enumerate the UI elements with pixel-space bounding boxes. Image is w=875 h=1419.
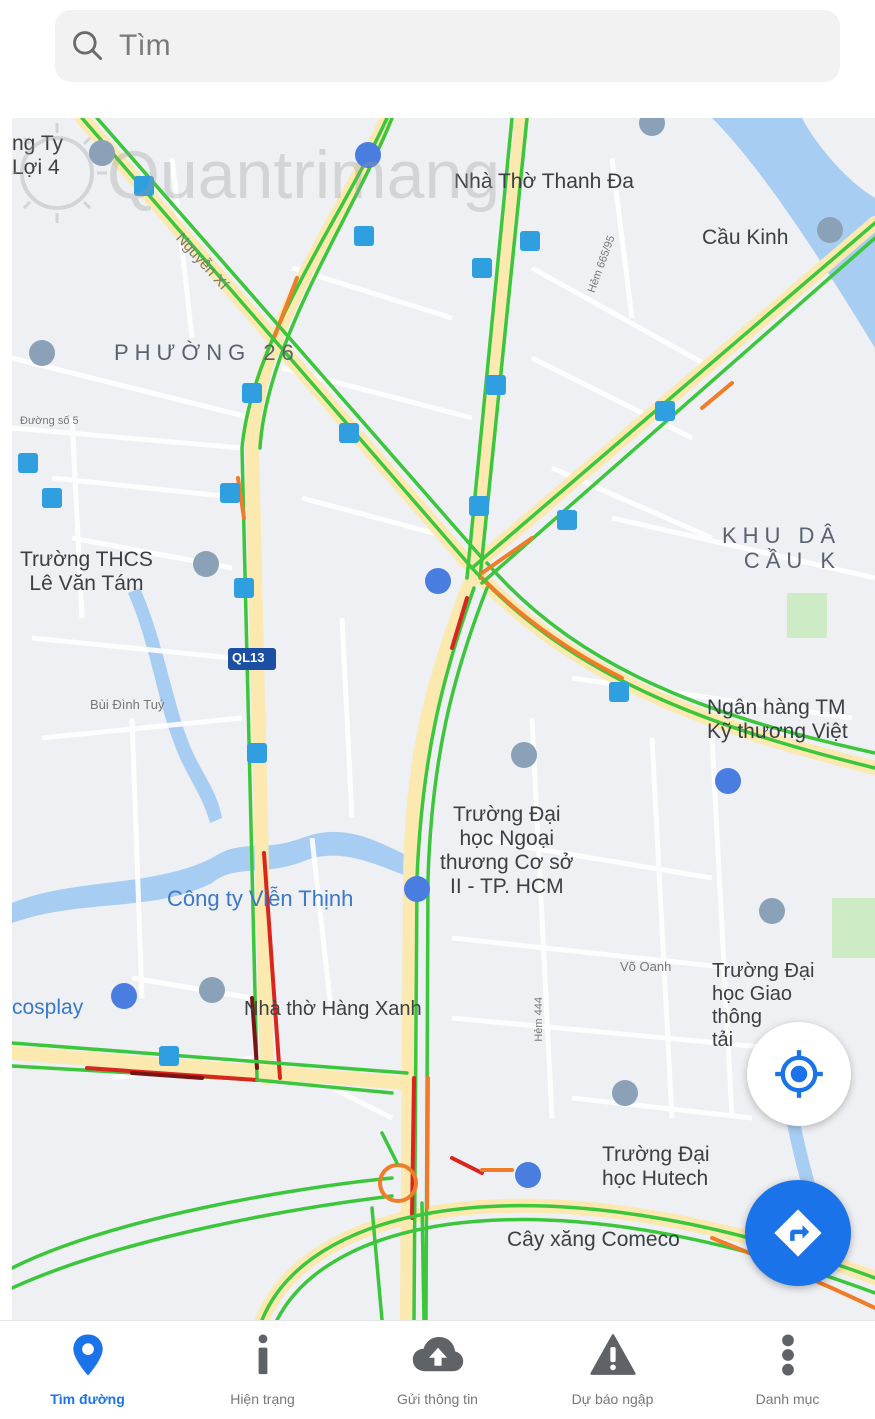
search-icon: [73, 31, 103, 61]
nav-label: Danh mục: [755, 1391, 820, 1407]
park: [787, 593, 827, 638]
label-phuong-26: PHƯỜNG 26: [114, 340, 300, 365]
map-view[interactable]: ng Ty Lợi 4 Nhà Thờ Thanh Đa Cầu Kinh Ng…: [12, 118, 875, 1320]
poi-pins-blue: [111, 142, 741, 1188]
label-truong-dh-gtvt: Trường Đại học Giao thông tải: [712, 960, 815, 1051]
label-nha-tho-thanh-da: Nhà Thờ Thanh Đa: [454, 170, 634, 193]
watermark-text: Quantrimang: [107, 137, 500, 213]
label-hem-2: Hẻm 444: [533, 997, 545, 1042]
nav-tim-duong[interactable]: Tìm đường: [0, 1321, 175, 1419]
label-bui-dinh-tuy: Bùi Đình Tuý: [90, 697, 165, 712]
label-cay-xang-comeco: Cây xăng Comeco: [507, 1228, 680, 1251]
bottom-nav: Tìm đường Hiện trạng Gửi thông tin Dự bá…: [0, 1320, 875, 1419]
label-cau-kinh: Cầu Kinh: [702, 226, 789, 249]
label-duong-so-5: Đường số 5: [20, 415, 79, 427]
nav-label: Hiện trạng: [230, 1391, 295, 1407]
label-ngan-hang: Ngân hàng TM Kỹ thương Việt: [707, 696, 848, 744]
label-truong-thcs: Trường THCS Lê Văn Tám: [20, 548, 153, 596]
more-vertical-icon: [781, 1334, 794, 1376]
label-cong-ty-vien-thinh: Công ty Viễn Thịnh: [167, 886, 354, 911]
my-location-button[interactable]: [747, 1022, 851, 1126]
nav-gui-thong-tin[interactable]: Gửi thông tin: [350, 1321, 525, 1419]
label-cosplay: cosplay: [12, 996, 84, 1019]
cloud-upload-icon: [412, 1337, 463, 1372]
watermark: Quantrimang: [12, 123, 500, 223]
minor-streets: [12, 157, 875, 1121]
park-2: [832, 898, 875, 958]
label-nha-tho-hang-xanh: Nhà thờ Hàng Xanh: [244, 998, 422, 1020]
map-canvas: [12, 118, 875, 1320]
location-pin-icon: [72, 1334, 103, 1376]
poi-pins: [29, 118, 843, 1106]
canal-2: [128, 588, 222, 823]
label-truong-dh-ngoai-thuong: Trường Đại học Ngoại thương Cơ sở II - T…: [440, 803, 574, 899]
label-truong-dh-hutech: Trường Đại học Hutech: [602, 1143, 710, 1191]
info-icon: [258, 1334, 267, 1375]
directions-button[interactable]: [745, 1180, 851, 1286]
my-location-icon: [775, 1050, 823, 1098]
label-khu-dan-cu: KHU DÂ CẦU K: [722, 523, 842, 574]
search-input[interactable]: [117, 28, 801, 64]
ql13-label: QL13: [232, 650, 265, 665]
directions-turn-icon: [774, 1209, 822, 1257]
nav-du-bao-ngap[interactable]: Dự báo ngập: [525, 1321, 700, 1419]
bus-stops: [18, 176, 675, 1066]
nav-label: Dự báo ngập: [571, 1391, 654, 1407]
nav-hien-trang[interactable]: Hiện trạng: [175, 1321, 350, 1419]
ql13-shield: [228, 648, 276, 670]
label-cong-ty: ng Ty Lợi 4: [12, 132, 63, 180]
nav-label: Gửi thông tin: [397, 1391, 478, 1407]
label-vo-oanh: Võ Oanh: [620, 959, 672, 974]
warning-icon: [589, 1334, 636, 1375]
river: [712, 118, 875, 348]
search-bar[interactable]: [55, 10, 840, 82]
nav-danh-muc[interactable]: Danh mục: [700, 1321, 875, 1419]
nav-label: Tìm đường: [50, 1391, 125, 1407]
